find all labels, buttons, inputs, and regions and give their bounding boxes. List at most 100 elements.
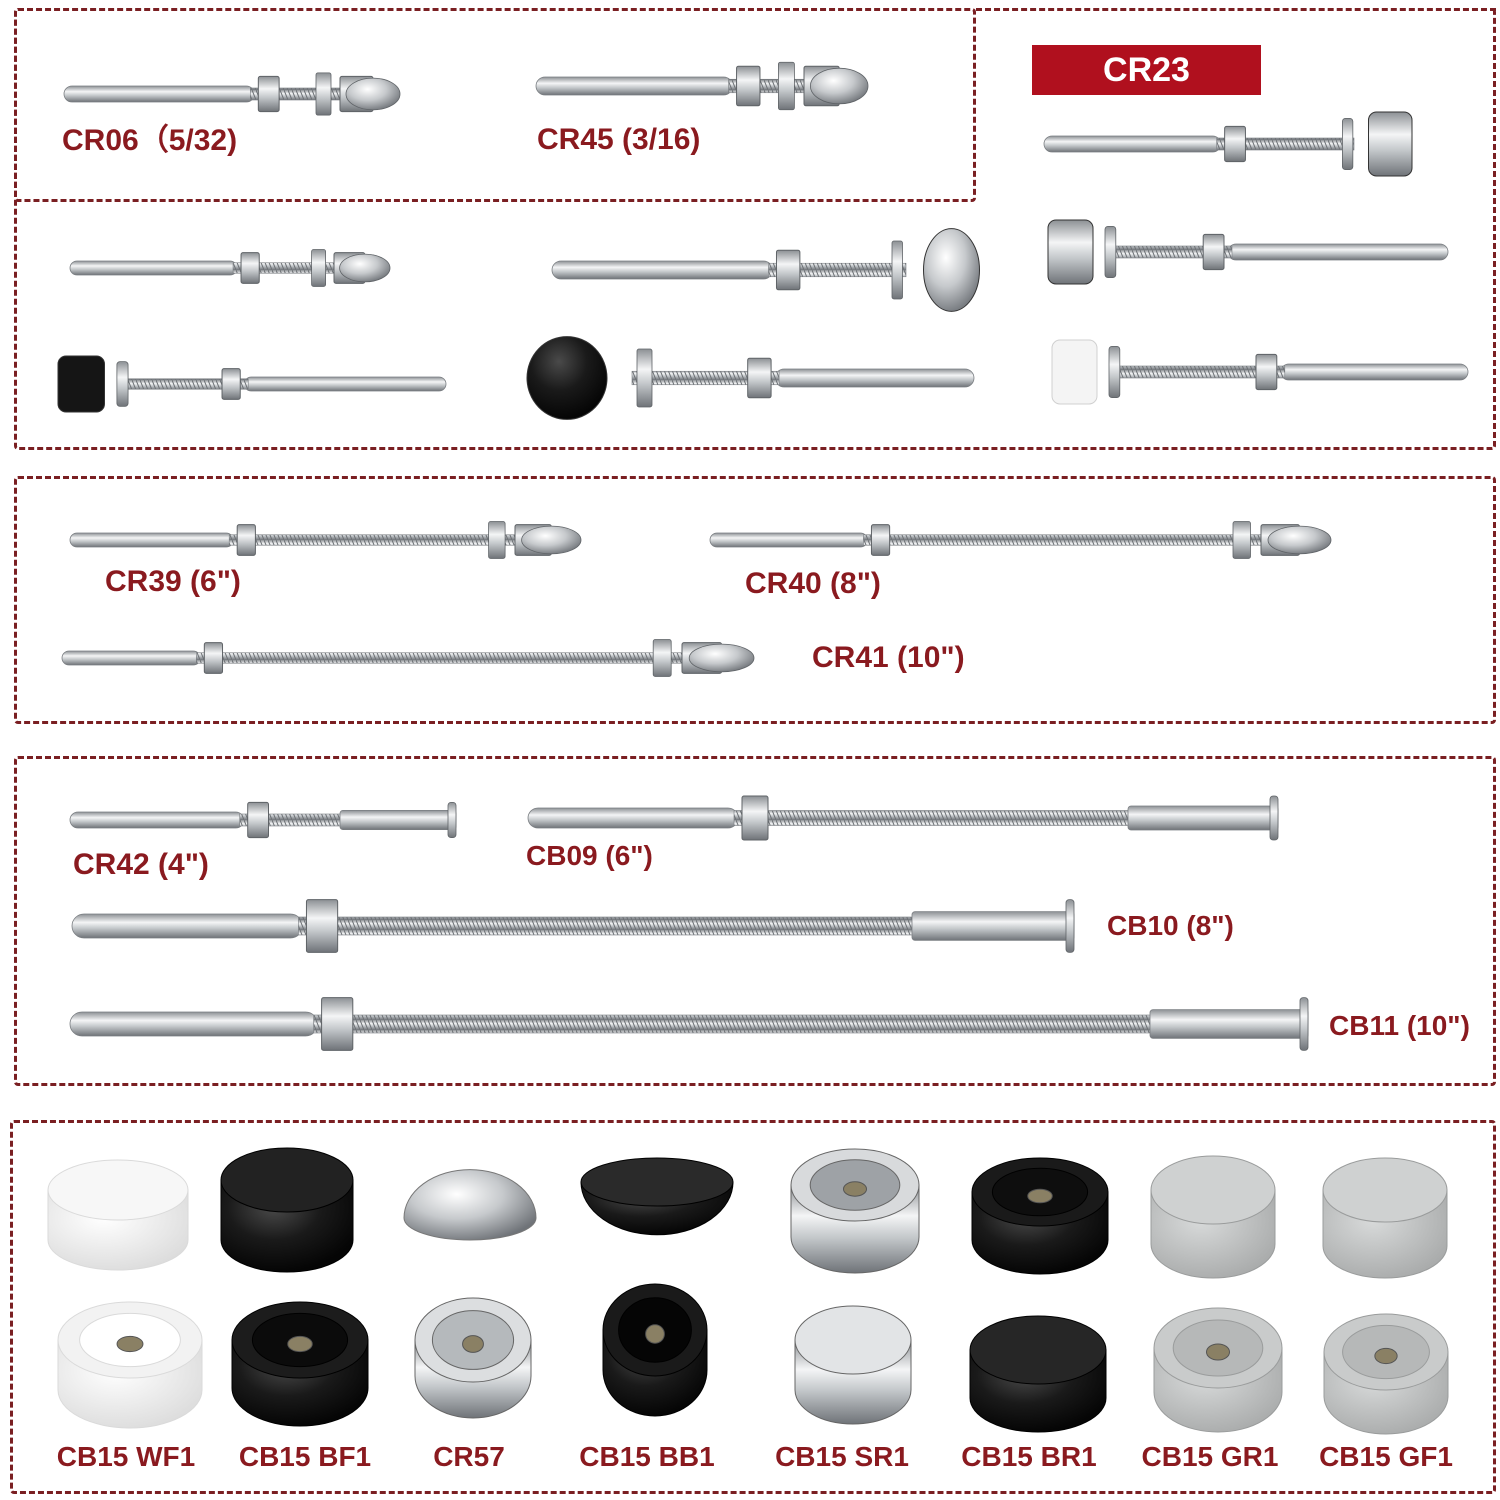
receiver-flange	[447, 802, 457, 839]
hex-nut	[736, 65, 761, 107]
fitting-cr39	[69, 521, 582, 559]
label-cr39: CR39 (6")	[105, 565, 241, 598]
cap-label-cb15-bf1: CB15 BF1	[238, 1441, 372, 1472]
washer	[1108, 345, 1121, 398]
fitting-cr45-b	[551, 228, 980, 312]
washer	[1104, 225, 1117, 278]
section-box-caps	[10, 1120, 1496, 1494]
label-cr42: CR42 (4")	[73, 848, 209, 881]
hex-nut	[236, 524, 256, 556]
cap-cr57-top	[403, 1169, 537, 1241]
washer	[315, 72, 332, 116]
cap-cb15-gf1-top	[1322, 1157, 1448, 1279]
black-dome-cap	[526, 336, 608, 420]
acorn-nut-dome	[339, 253, 391, 283]
receiver-flange	[1065, 899, 1075, 953]
hex-nut	[747, 357, 772, 399]
hex-nut	[247, 801, 269, 839]
fitting-cr23-a	[1043, 111, 1413, 177]
cap-cb15-sr1-top	[790, 1148, 920, 1274]
washer	[1342, 118, 1354, 171]
washer	[778, 61, 795, 111]
cap-cb15-wf1-bottom	[57, 1301, 203, 1429]
washer	[488, 521, 506, 559]
whiteflat-end-cap	[1051, 339, 1098, 405]
washer	[652, 639, 672, 677]
acorn-nut-dome	[810, 67, 869, 105]
acorn-nut-dome	[688, 643, 755, 673]
section-box-top-right-edge	[976, 8, 1496, 11]
cap-cb15-gr1-bottom	[1153, 1307, 1283, 1433]
cap-cb15-bf1-top	[220, 1147, 354, 1273]
washer	[116, 361, 129, 407]
hex-nut	[305, 899, 339, 953]
blackflat-end-cap	[57, 355, 105, 413]
cap-label-cb15-br1: CB15 BR1	[961, 1441, 1097, 1472]
cr23-banner: CR23	[1032, 45, 1261, 95]
hex-nut	[741, 795, 769, 841]
hex-nut	[775, 249, 801, 291]
cap-cb15-bb1-bottom	[602, 1283, 708, 1417]
cap-label-cr57: CR57	[433, 1441, 505, 1472]
cap-cb15-gr1-top	[1150, 1155, 1276, 1279]
label-cr41: CR41 (10")	[812, 641, 965, 674]
flat-end-cap	[1047, 219, 1094, 285]
acorn-nut-dome	[345, 77, 401, 111]
section-box-long-studs	[14, 756, 1496, 1086]
washer	[311, 249, 327, 287]
receiver-flange	[1299, 997, 1309, 1051]
hex-nut	[321, 997, 354, 1051]
cap-label-cb15-bb1: CB15 BB1	[579, 1441, 715, 1472]
cap-label-cb15-gf1: CB15 GF1	[1319, 1441, 1453, 1472]
flat-end-cap	[1368, 111, 1413, 177]
section-box-threaded-studs	[14, 476, 1496, 724]
hex-nut	[257, 75, 280, 113]
cap-cb15-gf1-bottom	[1323, 1313, 1449, 1435]
acorn-nut-dome	[521, 525, 582, 555]
section-box-top	[14, 8, 1496, 450]
fitting-cr06-c	[57, 355, 447, 413]
hex-nut	[1255, 353, 1278, 391]
fitting-cr40	[709, 521, 1332, 559]
hex-nut	[221, 368, 241, 400]
cap-cb15-bb1-top	[580, 1157, 734, 1236]
fitting-cr23-c	[1051, 339, 1469, 405]
label-cr40: CR40 (8")	[745, 567, 881, 600]
acorn-nut-dome	[1267, 525, 1332, 555]
washer	[1232, 521, 1251, 559]
fitting-cb11	[69, 997, 1309, 1051]
cap-label-cb15-sr1: CB15 SR1	[775, 1441, 909, 1472]
steel-dome-cap	[923, 228, 980, 312]
hex-nut	[1202, 233, 1225, 271]
fitting-cr06	[63, 72, 401, 116]
washer	[636, 348, 653, 408]
label-cb09: CB09 (6")	[526, 840, 653, 871]
hex-nut	[240, 252, 260, 284]
fitting-cr45-c	[526, 336, 975, 420]
fitting-cr42	[69, 801, 457, 839]
cap-cr57-bottom	[414, 1297, 532, 1419]
cap-cb15-bf1-bottom	[231, 1301, 369, 1427]
cap-cb15-br1-bottom	[969, 1315, 1107, 1433]
label-cb10: CB10 (8")	[1107, 910, 1234, 941]
cap-cb15-sr1-bottom	[794, 1305, 912, 1425]
threaded-stud	[1216, 137, 1355, 151]
fitting-cb10	[71, 899, 1075, 953]
hex-nut	[870, 524, 891, 556]
washer	[891, 240, 903, 300]
hex-nut	[1224, 125, 1246, 163]
cap-cb15-wf1-top	[47, 1159, 189, 1271]
label-cb11: CB11 (10")	[1329, 1010, 1470, 1041]
hex-nut	[203, 642, 224, 674]
label-cr06: CR06（5/32)	[62, 124, 238, 157]
threaded-stud	[768, 262, 907, 278]
cap-label-cb15-wf1: CB15 WF1	[56, 1441, 196, 1472]
receiver-flange	[1269, 795, 1279, 841]
fitting-cb09	[527, 795, 1279, 841]
label-cr45: CR45 (3/16)	[537, 123, 701, 156]
fitting-cr45	[535, 61, 869, 111]
cap-cb15-br1-top	[971, 1157, 1109, 1275]
fitting-cr23-b	[1047, 219, 1449, 285]
